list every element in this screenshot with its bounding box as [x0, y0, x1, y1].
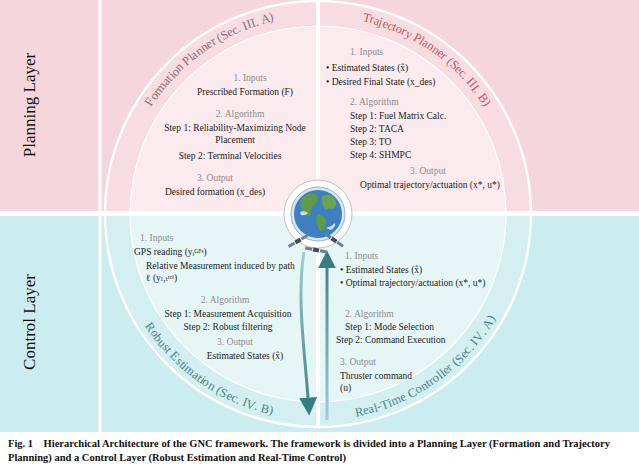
quadrant-shape: [318, 1, 531, 211]
earth-globe: [294, 190, 342, 238]
step-text: • Optimal trajectory/actuation (x*, u*): [340, 277, 490, 289]
content-area: [130, 26, 318, 214]
step-text: Prescribed Formation (F): [180, 86, 310, 98]
step-heading: 3. Output: [205, 336, 265, 348]
step-text: Desired formation (x_des): [150, 186, 280, 198]
layer-band: Planning Layer Formation Planner (Sec. II…: [0, 0, 639, 211]
step-text: Step 2: TACA: [350, 123, 450, 135]
module-quadrant: Real-Time Controller (Sec. IV. A)1. Inpu…: [318, 216, 531, 427]
layer-label: Control Layer: [20, 274, 40, 370]
content-area: [318, 214, 506, 402]
quadrant-wedge: [318, 1, 531, 214]
step-text: Relative Measurement induced by path ℓ (…: [146, 260, 296, 284]
step-heading: 3. Output: [410, 165, 480, 177]
step-text: Estimated States (x̂): [195, 350, 295, 362]
step-text: Step 2: Command Execution: [336, 334, 476, 346]
step-heading: 1. Inputs: [345, 250, 415, 262]
step-heading: 1. Inputs: [350, 46, 420, 58]
inner-ring: [130, 26, 506, 402]
step-text: • Desired Final State (x_des): [326, 76, 461, 88]
step-text: Step 3: TO: [350, 136, 450, 148]
step-text: Step 1: Reliability-Maximizing Node Plac…: [159, 122, 311, 146]
earth-atmosphere: [291, 187, 345, 241]
step-heading: 3. Output: [340, 356, 410, 368]
module-quadrant: Formation Planner (Sec. III. A)1. Inputs…: [105, 1, 318, 211]
continent: [316, 214, 326, 232]
content-area: [318, 26, 506, 214]
title-ring: [105, 1, 318, 214]
step-text: Step 2: Terminal Velocities: [160, 150, 300, 162]
quadrant-wedge: [105, 1, 318, 214]
figure-caption: Fig. 1 Hierarchical Architecture of the …: [8, 437, 631, 465]
outer-ring: [105, 1, 531, 427]
title-ring: [105, 214, 318, 427]
flow-arrow: [301, 252, 309, 412]
step-heading: 2. Algorithm: [350, 96, 430, 108]
step-text: GPS reading (yᵢᴳᴾˢ): [134, 246, 274, 258]
step-text: Step 1: Fuel Matrix Calc.: [350, 110, 480, 122]
step-heading: 1. Inputs: [140, 232, 210, 244]
content-area: [130, 214, 318, 402]
divider-line: [316, 1, 320, 427]
step-text: • Estimated States (x̂): [326, 62, 456, 74]
step-heading: 1. Inputs: [220, 72, 280, 84]
continent: [301, 194, 319, 216]
cloud: [300, 211, 335, 230]
earth-halo: [284, 180, 352, 248]
layer-band: Control Layer Robust Estimation (Sec. IV.…: [0, 216, 639, 432]
step-text: Step 4: SHMPC: [350, 149, 450, 161]
module-quadrant: Robust Estimation (Sec. IV. B)1. InputsG…: [105, 216, 318, 427]
quadrant-wedge: [318, 214, 531, 427]
step-text: • Estimated States (x̂): [340, 264, 490, 276]
flow-arrow: [326, 254, 329, 420]
satellite: [305, 246, 327, 254]
divider-line: [99, 0, 102, 432]
quadrant-wedge: [105, 214, 318, 427]
continent: [322, 195, 336, 210]
step-heading: 3. Output: [185, 172, 245, 184]
step-text: Step 2: Robust filtering: [168, 321, 288, 333]
step-text: Step 1: Mode Selection: [345, 321, 475, 333]
satellite: [287, 234, 308, 248]
title-ring: [318, 214, 531, 427]
step-text: Step 1: Measurement Acquisition: [153, 308, 303, 320]
satellite: [324, 232, 344, 248]
module-quadrant: Trajectory Planner (Sec. III. B)1. Input…: [318, 1, 531, 211]
title-ring: [318, 1, 531, 214]
step-heading: 2. Algorithm: [185, 294, 265, 306]
step-text: Thruster command (u): [340, 370, 420, 394]
step-text: Optimal trajectory/actuation (x*, u*): [355, 179, 505, 191]
layer-label: Planning Layer: [20, 53, 40, 157]
quadrant-shape: [318, 216, 531, 427]
step-heading: 2. Algorithm: [345, 308, 425, 320]
step-heading: 2. Algorithm: [200, 108, 280, 120]
